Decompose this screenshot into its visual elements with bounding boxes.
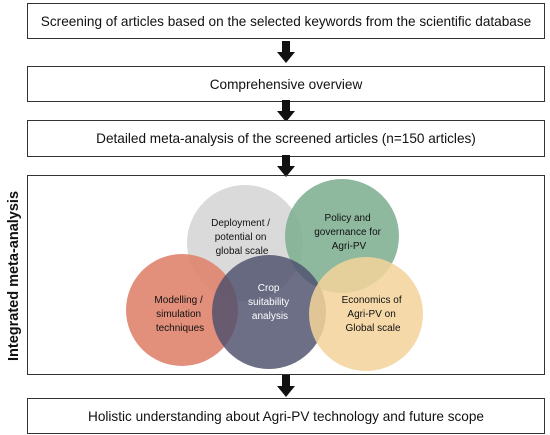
label-crop: Crop suitability analysis bbox=[248, 283, 292, 322]
step-holistic-box: Holistic understanding about Agri-PV tec… bbox=[27, 398, 545, 434]
label-deployment: Deployment / potential on global scale bbox=[211, 218, 273, 257]
down-arrow-icon bbox=[277, 375, 295, 397]
step-overview-text: Comprehensive overview bbox=[209, 76, 363, 92]
label-economics: Economics of Agri-PV on Global scale bbox=[342, 295, 405, 334]
down-arrow-icon bbox=[277, 155, 295, 177]
step-meta-analysis-box: Detailed meta-analysis of the screened a… bbox=[27, 120, 545, 157]
down-arrow-icon bbox=[277, 100, 295, 122]
step-screening-text: Screening of articles based on the selec… bbox=[40, 13, 532, 29]
venn-diagram: Deployment / potential on global scale P… bbox=[126, 179, 423, 371]
step-holistic-text: Holistic understanding about Agri-PV tec… bbox=[88, 408, 484, 424]
integrated-meta-analysis-label: Integrated meta-analysis bbox=[6, 190, 22, 362]
label-policy: Policy and governance for Agri-PV bbox=[314, 213, 384, 252]
step-meta-analysis-text: Detailed meta-analysis of the screened a… bbox=[96, 131, 476, 146]
label-modelling: Modelling / simulation techniques bbox=[154, 295, 205, 334]
integrated-analysis-box: Deployment / potential on global scale P… bbox=[27, 175, 545, 375]
step-overview-box: Comprehensive overview bbox=[27, 66, 545, 102]
circle-economics bbox=[309, 257, 423, 371]
down-arrow-icon bbox=[277, 41, 295, 63]
circle-crop bbox=[212, 255, 326, 369]
circle-modelling bbox=[126, 254, 238, 366]
step-screening-box: Screening of articles based on the selec… bbox=[27, 3, 545, 39]
